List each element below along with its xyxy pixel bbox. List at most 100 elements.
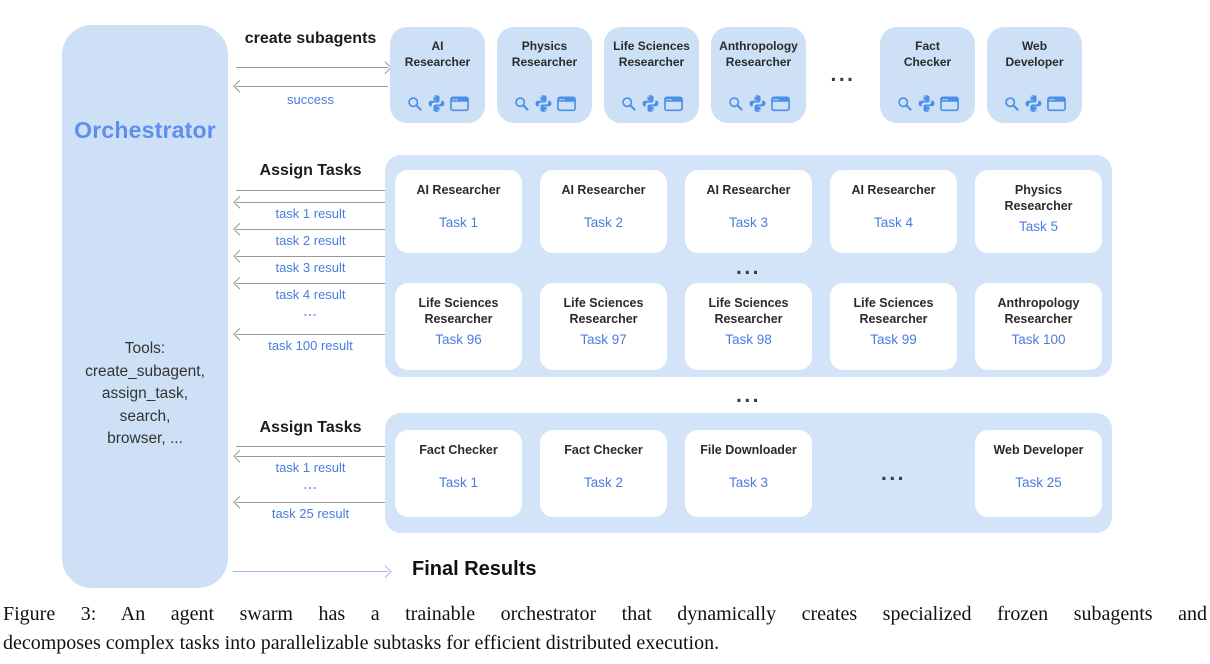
subagents-ellipsis: ... bbox=[830, 63, 856, 86]
python-icon bbox=[917, 94, 936, 113]
orchestrator-title: Orchestrator bbox=[74, 117, 216, 143]
task-card: AI Researcher Task 2 bbox=[540, 170, 667, 253]
subagent-card-anthropology-researcher: Anthropology Researcher bbox=[711, 27, 806, 123]
task-result-label: task 1 result bbox=[275, 206, 346, 221]
success-label: success bbox=[287, 92, 334, 107]
search-icon bbox=[621, 96, 637, 112]
task-agent-name: AI Researcher bbox=[706, 183, 791, 197]
search-icon bbox=[728, 96, 744, 112]
task-card: Life Sciences Researcher Task 96 bbox=[395, 283, 522, 370]
task-result-arrow bbox=[236, 256, 388, 257]
task-label: Task 99 bbox=[870, 332, 917, 347]
final-results-arrow bbox=[233, 571, 388, 572]
task-row-2: Life Sciences Researcher Task 96 Life Sc… bbox=[385, 283, 1112, 370]
search-icon bbox=[897, 96, 913, 112]
task-agent-name: Physics Researcher bbox=[1004, 183, 1073, 213]
task-batches-ellipsis: ... bbox=[735, 384, 761, 407]
task-result-arrow bbox=[236, 283, 388, 284]
subagent-card-fact-checker: Fact Checker bbox=[880, 27, 975, 123]
figure-caption: Figure 3: An agent swarm has a trainable… bbox=[0, 600, 1210, 658]
subagent-tool-icons bbox=[1004, 94, 1066, 113]
assign-tasks-arrow-2 bbox=[236, 446, 388, 447]
browser-window-icon bbox=[1047, 96, 1066, 112]
task-agent-name: Fact Checker bbox=[419, 443, 498, 457]
task-batch-1-container: AI Researcher Task 1 AI Researcher Task … bbox=[385, 155, 1112, 377]
task-card: Life Sciences Researcher Task 98 bbox=[685, 283, 812, 370]
task-row-3: Fact Checker Task 1 Fact Checker Task 2 … bbox=[385, 430, 1112, 517]
task-label: Task 100 bbox=[1011, 332, 1066, 347]
task-result-label: task 3 result bbox=[275, 260, 346, 275]
task-label: Task 1 bbox=[438, 215, 479, 230]
browser-window-icon bbox=[557, 96, 576, 112]
task-card: Fact Checker Task 1 bbox=[395, 430, 522, 517]
task-results-ellipsis: ... bbox=[303, 304, 318, 319]
task-label: Task 1 bbox=[438, 475, 479, 490]
task-label: Task 4 bbox=[873, 215, 914, 230]
python-icon bbox=[641, 94, 660, 113]
success-return-arrow bbox=[236, 86, 388, 87]
task-result-arrow bbox=[236, 502, 388, 503]
task-agent-name: Anthropology Researcher bbox=[997, 296, 1080, 326]
subagent-card-web-developer: Web Developer bbox=[987, 27, 1082, 123]
task-card: Fact Checker Task 2 bbox=[540, 430, 667, 517]
task-rows-ellipsis: ... bbox=[735, 256, 761, 279]
task-label: Task 5 bbox=[1018, 219, 1059, 234]
task-result-arrow bbox=[236, 456, 388, 457]
create-subagents-arrow bbox=[236, 67, 388, 68]
task-agent-name: AI Researcher bbox=[851, 183, 936, 197]
assign-tasks-arrow-1 bbox=[236, 190, 388, 191]
subagent-name: Fact Checker bbox=[903, 39, 952, 69]
subagent-card-life-sciences-researcher: Life Sciences Researcher bbox=[604, 27, 699, 123]
subagent-name: Web Developer bbox=[1005, 39, 1064, 69]
browser-window-icon bbox=[664, 96, 683, 112]
task-card: AI Researcher Task 3 bbox=[685, 170, 812, 253]
python-icon bbox=[534, 94, 553, 113]
caption-line-2: decomposes complex tasks into paralleliz… bbox=[3, 632, 720, 654]
task-label: Task 2 bbox=[583, 475, 624, 490]
search-icon bbox=[407, 96, 423, 112]
task-label: Task 97 bbox=[580, 332, 627, 347]
task-agent-name: AI Researcher bbox=[561, 183, 646, 197]
browser-window-icon bbox=[771, 96, 790, 112]
subagents-row: AI Researcher Physics Researcher Life Sc… bbox=[390, 27, 1082, 123]
orchestrator-box: Orchestrator Tools: create_subagent, ass… bbox=[62, 25, 228, 588]
task-label: Task 98 bbox=[725, 332, 772, 347]
assign-tasks-label-1: Assign Tasks bbox=[259, 162, 362, 179]
task-results-ellipsis: ... bbox=[303, 477, 318, 492]
task-agent-name: Life Sciences Researcher bbox=[563, 296, 644, 326]
subagent-name: Life Sciences Researcher bbox=[613, 39, 690, 69]
task-card: AI Researcher Task 1 bbox=[395, 170, 522, 253]
task-batch-2-container: Fact Checker Task 1 Fact Checker Task 2 … bbox=[385, 413, 1112, 533]
subagent-name: AI Researcher bbox=[404, 39, 471, 69]
task-agent-name: File Downloader bbox=[700, 443, 797, 457]
subagent-tool-icons bbox=[621, 94, 683, 113]
search-icon bbox=[1004, 96, 1020, 112]
subagent-card-ai-researcher: AI Researcher bbox=[390, 27, 485, 123]
create-subagents-label: create subagents bbox=[244, 30, 377, 47]
task-result-label: task 4 result bbox=[275, 287, 346, 302]
browser-window-icon bbox=[450, 96, 469, 112]
browser-window-icon bbox=[940, 96, 959, 112]
task-result-arrow bbox=[236, 229, 388, 230]
subagent-tool-icons bbox=[897, 94, 959, 113]
task-agent-name: Web Developer bbox=[993, 443, 1084, 457]
subagent-card-physics-researcher: Physics Researcher bbox=[497, 27, 592, 123]
task-agent-name: Life Sciences Researcher bbox=[853, 296, 934, 326]
task-card: Life Sciences Researcher Task 97 bbox=[540, 283, 667, 370]
task-label: Task 3 bbox=[728, 475, 769, 490]
python-icon bbox=[748, 94, 767, 113]
task-agent-name: Fact Checker bbox=[564, 443, 643, 457]
task-card: Life Sciences Researcher Task 99 bbox=[830, 283, 957, 370]
orchestrator-tools-list: Tools: create_subagent, assign_task, sea… bbox=[85, 340, 205, 447]
task-card: AI Researcher Task 4 bbox=[830, 170, 957, 253]
final-results-label: Final Results bbox=[412, 558, 537, 580]
subagent-tool-icons bbox=[514, 94, 576, 113]
subagent-tool-icons bbox=[728, 94, 790, 113]
task-agent-name: AI Researcher bbox=[416, 183, 501, 197]
task-result-label: task 25 result bbox=[271, 506, 350, 521]
subagent-name: Physics Researcher bbox=[511, 39, 578, 69]
python-icon bbox=[427, 94, 446, 113]
task-card: Anthropology Researcher Task 100 bbox=[975, 283, 1102, 370]
task-card: Web Developer Task 25 bbox=[975, 430, 1102, 517]
task-card: Physics Researcher Task 5 bbox=[975, 170, 1102, 253]
